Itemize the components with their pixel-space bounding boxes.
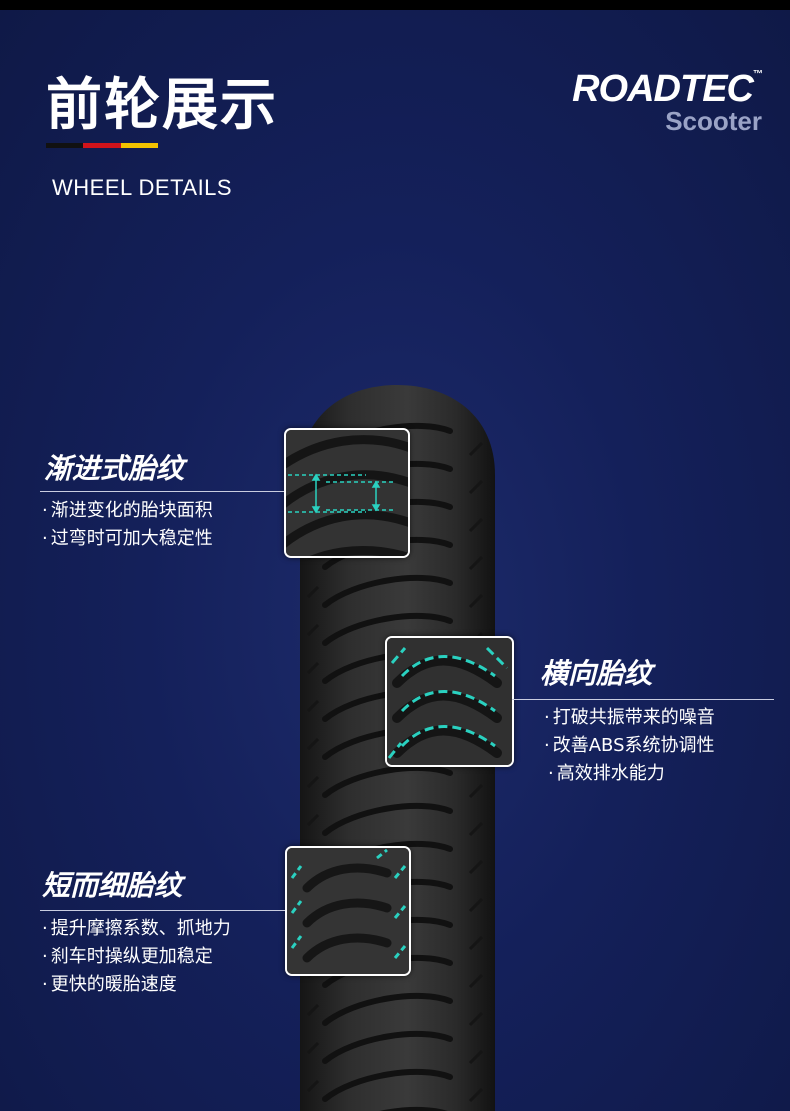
tread-sidecut xyxy=(468,897,484,913)
tread-sidecut xyxy=(306,813,320,827)
tread-groove xyxy=(322,575,453,608)
tread-sidecut xyxy=(306,775,320,789)
zoom-short-tread xyxy=(285,846,411,976)
tread-sidecut xyxy=(468,441,484,457)
page-title: 前轮展示 xyxy=(46,73,278,138)
page-subtitle: WHEEL DETAILS xyxy=(52,175,233,200)
tread-groove xyxy=(322,803,453,836)
flag-black xyxy=(46,143,84,148)
tread-sidecut xyxy=(468,517,484,533)
tread-sidecut xyxy=(468,593,484,609)
section-title-progressive: 渐进式胎纹 xyxy=(44,452,185,485)
tread-groove xyxy=(322,765,453,798)
divider-lateral xyxy=(512,699,774,700)
bullet-item: 过弯时可加大稳定性 xyxy=(42,525,213,553)
tread-sidecut xyxy=(468,479,484,495)
tread-sidecut xyxy=(468,555,484,571)
zoom-progressive-tread xyxy=(284,428,410,558)
tread-groove xyxy=(322,1069,453,1102)
bullet-item: 渐进变化的胎块面积 xyxy=(42,497,213,525)
tread-sidecut xyxy=(468,1049,484,1065)
brand-sub: Scooter xyxy=(665,106,762,136)
tread-sidecut xyxy=(306,623,320,637)
product-page: 前轮展示 WHEEL DETAILS ROADTEC™ Scooter xyxy=(0,10,790,1111)
tread-sidecut xyxy=(468,973,484,989)
flag-gold xyxy=(120,143,158,148)
bullet-item: 提升摩擦系数、抓地力 xyxy=(42,915,231,943)
tread-sidecut xyxy=(468,935,484,951)
bullets-short: 提升摩擦系数、抓地力 刹车时操纵更加稳定 更快的暖胎速度 xyxy=(42,915,231,999)
bullet-item: 打破共振带来的噪音 xyxy=(544,704,715,732)
tread-sidecut xyxy=(306,661,320,675)
bullet-item: 改善ABS系统协调性 xyxy=(544,732,715,760)
section-title-lateral: 横向胎纹 xyxy=(540,657,653,690)
bullet-item: 高效排水能力 xyxy=(548,760,715,788)
section-title-short: 短而细胎纹 xyxy=(42,869,183,902)
tread-sidecut xyxy=(306,699,320,713)
tread-sidecut xyxy=(468,821,484,837)
zoom-lateral-tread xyxy=(385,636,514,767)
tread-groove xyxy=(322,613,453,646)
brand-logo: ROADTEC™ Scooter xyxy=(572,68,763,136)
tread-sidecut xyxy=(306,737,320,751)
bullet-item: 更快的暖胎速度 xyxy=(42,971,231,999)
divider-progressive xyxy=(40,491,284,492)
brand-name: ROADTEC™ xyxy=(572,68,763,110)
progressive-tread-closeup xyxy=(286,430,408,556)
tread-sidecut xyxy=(468,1087,484,1103)
tread-sidecut xyxy=(468,1011,484,1027)
tread-sidecut xyxy=(306,585,320,599)
flag-stripe xyxy=(46,143,158,148)
divider-short xyxy=(40,910,285,911)
short-tread-closeup xyxy=(287,848,409,974)
lateral-tread-closeup xyxy=(387,638,512,765)
tread-groove xyxy=(322,993,453,1026)
tread-sidecut xyxy=(306,1041,320,1055)
tread-sidecut xyxy=(468,783,484,799)
tread-sidecut xyxy=(306,1079,320,1093)
bullets-progressive: 渐进变化的胎块面积 过弯时可加大稳定性 xyxy=(42,497,213,553)
tread-sidecut xyxy=(468,859,484,875)
bullet-item: 刹车时操纵更加稳定 xyxy=(42,943,231,971)
flag-red xyxy=(83,143,121,148)
tread-groove xyxy=(322,1031,453,1064)
bullets-lateral: 打破共振带来的噪音 改善ABS系统协调性 高效排水能力 xyxy=(544,704,715,788)
tread-sidecut xyxy=(306,1003,320,1017)
